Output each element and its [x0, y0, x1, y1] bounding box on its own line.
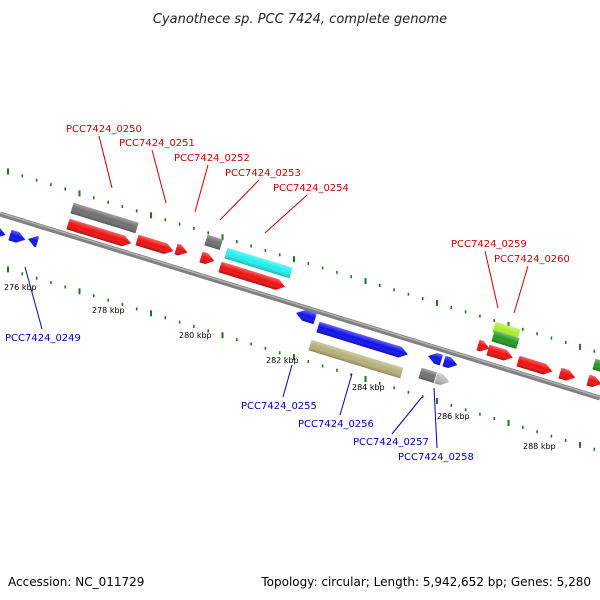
gene-label-0250[interactable]: PCC7424_0250	[66, 124, 142, 135]
leader-0254	[264, 194, 308, 234]
gene-label-0254[interactable]: PCC7424_0254	[273, 183, 349, 194]
gene-label-0256[interactable]: PCC7424_0256	[298, 419, 374, 430]
gene-label-0249[interactable]: PCC7424_0249	[5, 333, 81, 344]
gene-label-0253[interactable]: PCC7424_0253	[225, 168, 301, 179]
gene-label-0252[interactable]: PCC7424_0252	[174, 153, 250, 164]
leader-0257	[391, 396, 423, 435]
leader-lines	[24, 135, 529, 449]
gene-0252-a[interactable]	[174, 243, 189, 258]
gene-0255-a[interactable]	[294, 308, 317, 325]
tick-label-280: 280 kbp	[179, 331, 212, 340]
tick-label-286: 286 kbp	[437, 412, 470, 421]
tick-ring-inner	[7, 266, 596, 451]
accession-text: Accession: NC_011729	[8, 575, 144, 589]
gene-0256[interactable]	[308, 339, 404, 379]
gene-0257-b[interactable]	[442, 355, 459, 371]
gene-label-0257[interactable]: PCC7424_0257	[353, 437, 429, 448]
genome-backbone	[0, 211, 600, 401]
tick-label-288: 288 kbp	[523, 442, 556, 451]
gene-label-0251[interactable]: PCC7424_0251	[119, 138, 195, 149]
gene-0251-b[interactable]	[135, 234, 175, 257]
gene-0251-a[interactable]	[66, 218, 132, 249]
gene-label-0255[interactable]: PCC7424_0255	[241, 401, 317, 412]
gene-0250[interactable]	[70, 202, 139, 234]
tick-label-284: 284 kbp	[352, 383, 385, 392]
leader-0260	[513, 265, 529, 314]
gene-label-0259[interactable]: PCC7424_0259	[451, 239, 527, 250]
tick-label-278: 278 kbp	[92, 306, 125, 315]
tick-label-276: 276 kbp	[4, 283, 37, 292]
leader-0249	[24, 266, 43, 330]
gene-0259-b[interactable]	[491, 330, 520, 349]
gene-label-0258[interactable]: PCC7424_0258	[398, 452, 474, 463]
tick-label-282: 282 kbp	[266, 356, 299, 365]
leader-0258	[433, 387, 438, 449]
leader-0255	[282, 364, 293, 398]
gene-label-0260[interactable]: PCC7424_0260	[494, 254, 570, 265]
gene-0258-b[interactable]	[434, 372, 451, 388]
gene-blue-left-2[interactable]	[8, 229, 27, 245]
gene-edge-green[interactable]	[592, 358, 600, 373]
gene-blue-left-3[interactable]	[26, 234, 40, 248]
gene-0260-e[interactable]	[586, 374, 600, 390]
leader-0251	[151, 149, 167, 204]
tick-ring-outer	[7, 168, 596, 353]
leader-0253	[219, 179, 260, 221]
genome-summary-text: Topology: circular; Length: 5,942,652 bp…	[260, 575, 591, 589]
gene-0254-a[interactable]	[224, 247, 293, 279]
gene-0260-d[interactable]	[558, 367, 577, 383]
gene-0254-b[interactable]	[218, 261, 286, 292]
leader-0250	[98, 135, 113, 189]
gene-0255-b[interactable]	[316, 321, 409, 360]
gene-0260-a[interactable]	[476, 339, 491, 354]
gene-blue-left-1[interactable]	[0, 226, 7, 240]
leader-0252	[194, 164, 209, 213]
gene-0252-b[interactable]	[204, 234, 223, 250]
map-title: Cyanothece sp. PCC 7424, complete genome	[153, 12, 447, 27]
leader-0259	[484, 250, 499, 309]
gene-0257-a[interactable]	[426, 351, 443, 366]
gene-0259-a[interactable]	[492, 321, 521, 340]
gene-0260-c[interactable]	[516, 355, 554, 377]
gene-0253[interactable]	[199, 251, 216, 267]
gene-0258-a[interactable]	[418, 367, 437, 383]
gene-track	[0, 202, 600, 390]
gene-0260-b[interactable]	[486, 344, 514, 363]
leader-0256	[339, 373, 353, 416]
